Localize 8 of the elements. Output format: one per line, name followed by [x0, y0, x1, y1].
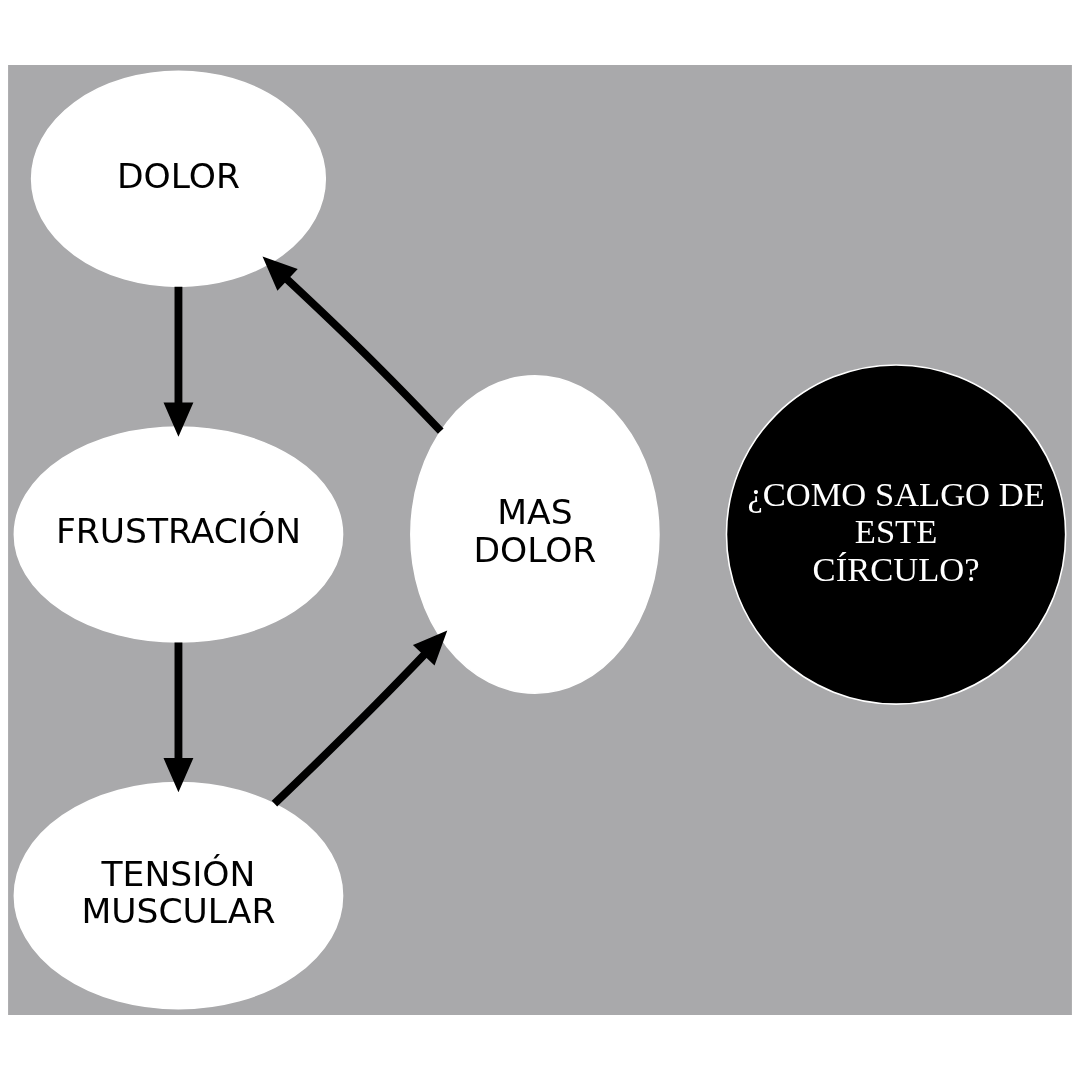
node-ellipse: TENSIÓN MUSCULAR	[13, 781, 344, 1010]
node-ellipse: DOLOR	[30, 70, 327, 288]
arrow	[271, 630, 448, 807]
arrow	[163, 642, 194, 793]
arrow	[163, 286, 194, 437]
node-ellipse: FRUSTRACIÓN	[13, 426, 344, 643]
node-circle: ¿COMO SALGO DE ESTE CÍRCULO?	[725, 364, 1067, 705]
arrow	[262, 256, 444, 434]
